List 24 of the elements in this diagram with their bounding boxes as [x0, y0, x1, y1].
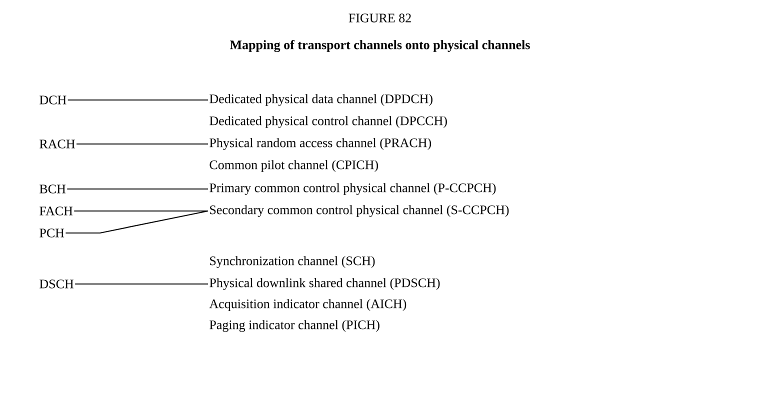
transport-channel-label: BCH [40, 184, 66, 194]
connector-line [66, 210, 208, 234]
transport-channel-label: PCH [40, 228, 64, 238]
connector-line [75, 283, 208, 285]
physical-channel-label: Physical random access channel (PRACH) [210, 138, 432, 150]
physical-channel-label: Acquisition indicator channel (AICH) [209, 299, 406, 311]
connector-line [68, 99, 208, 101]
title: Mapping of transport channels onto physical channels [230, 40, 530, 52]
connector-line [67, 188, 208, 190]
physical-channel-label: Dedicated physical control channel (DPCCH) [210, 116, 447, 128]
transport-channel-label: DCH [40, 96, 66, 104]
physical-channel-label: Secondary common control physical channel (S-CCPCH) [210, 205, 509, 217]
physical-channel-label: Synchronization channel (SCH) [210, 256, 375, 268]
physical-channel-label: Paging indicator channel (PICH) [210, 320, 380, 332]
physical-channel-label: Common pilot channel (CPICH) [210, 160, 378, 172]
figure-number: FIGURE 82 [348, 14, 411, 22]
transport-channel-label: DSCH [40, 280, 74, 288]
physical-channel-label: Physical downlink shared channel (PDSCH) [210, 278, 440, 290]
connector-line [76, 143, 208, 145]
connector-line [74, 210, 208, 212]
physical-channel-label: Primary common control physical channel (P-CCPCH) [210, 183, 496, 195]
transport-channel-label: RACH [40, 140, 75, 148]
transport-channel-label: FACH [40, 206, 73, 216]
physical-channel-label: Dedicated physical data channel (DPDCH) [210, 94, 432, 106]
